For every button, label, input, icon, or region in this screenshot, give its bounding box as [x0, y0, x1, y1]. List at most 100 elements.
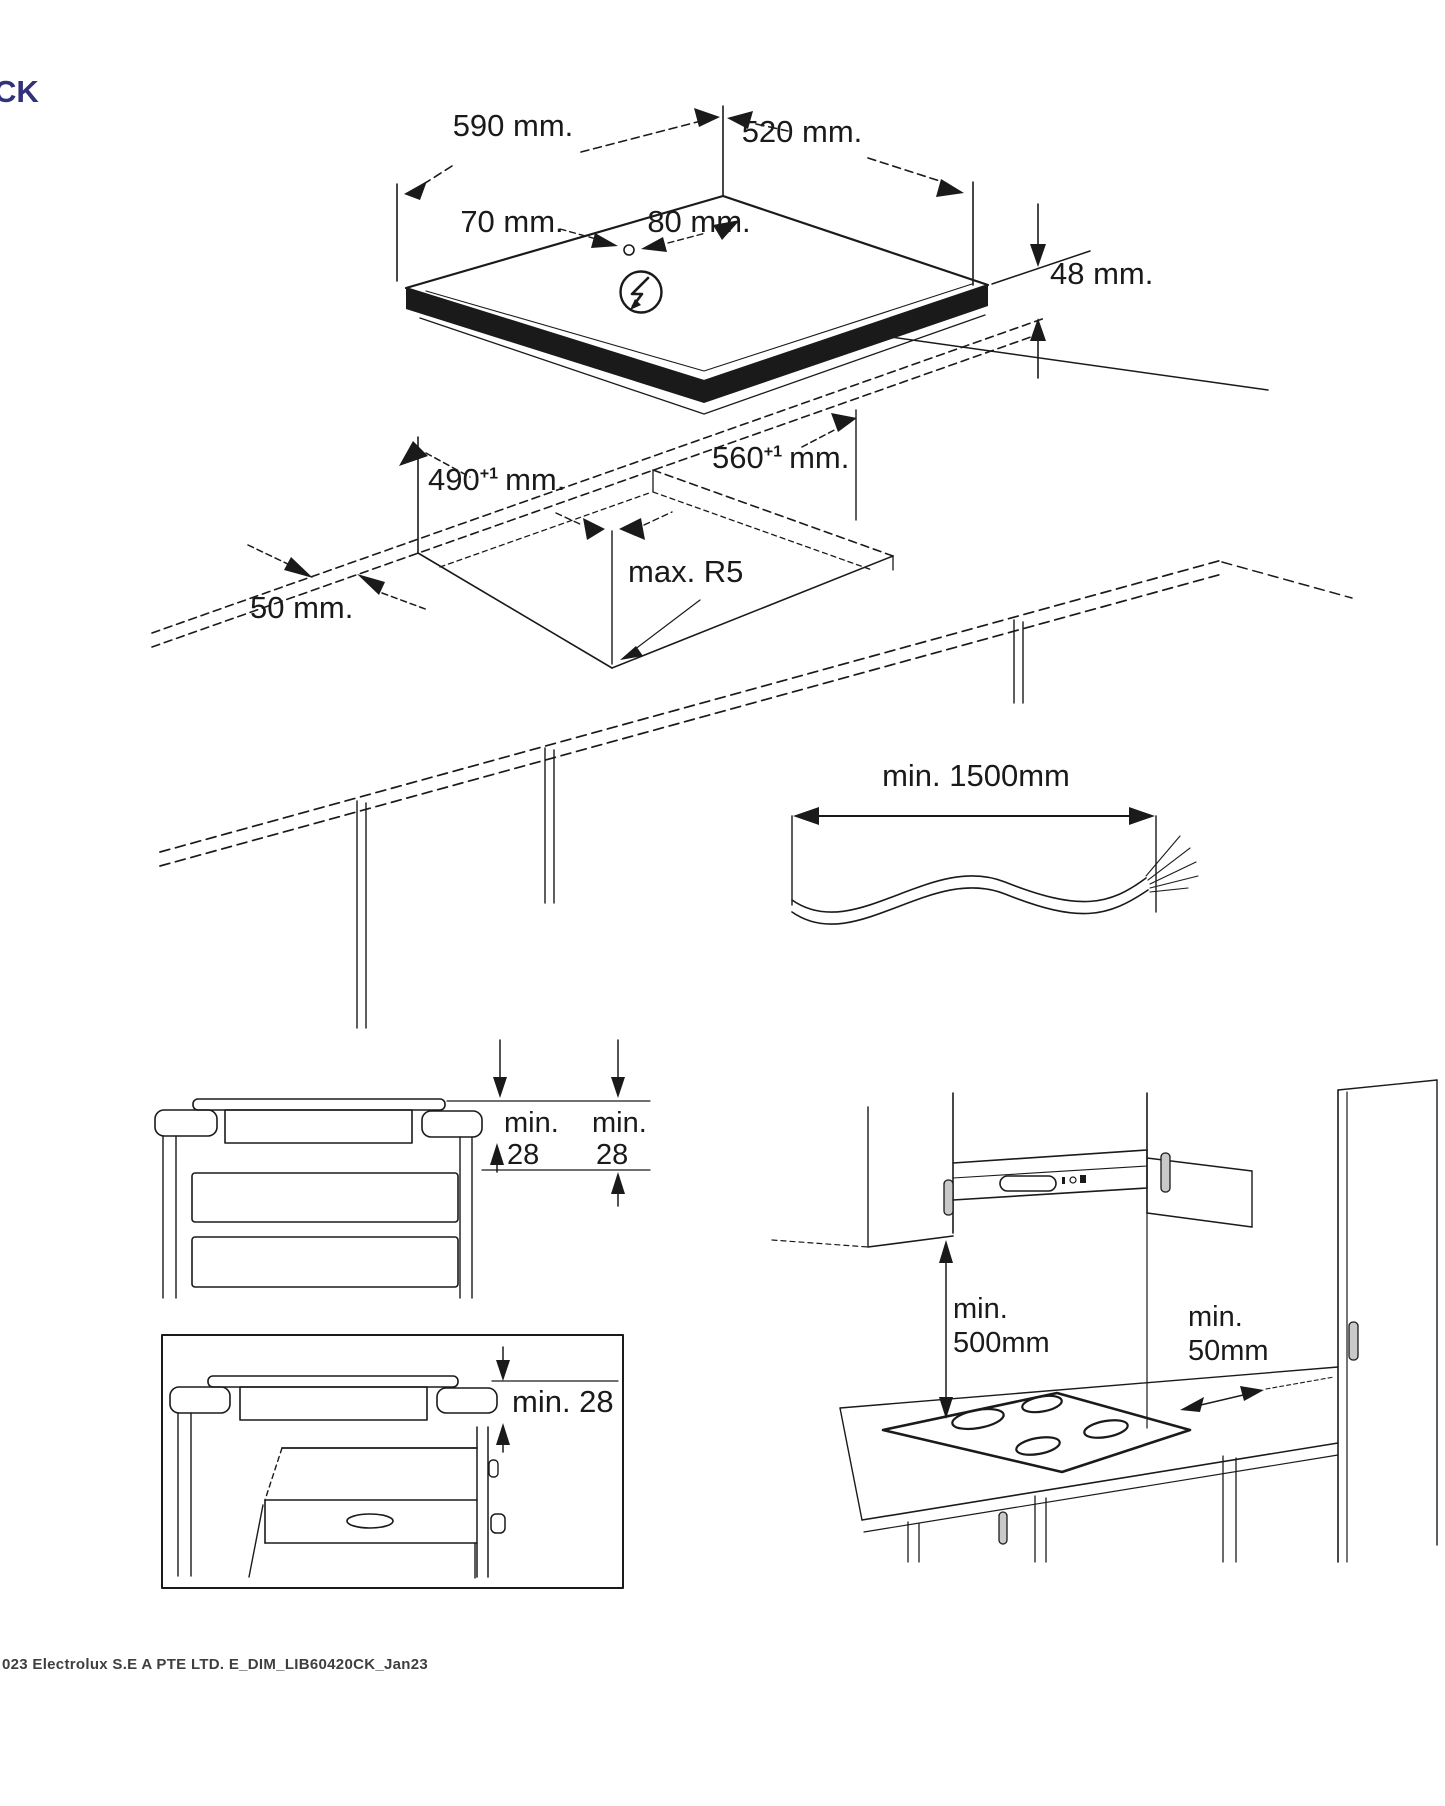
wall-line-dashed	[771, 1239, 869, 1248]
counter-right-back-edge	[854, 331, 1269, 391]
dim-560-arrowhead	[831, 413, 857, 432]
cutout-top-right-edge	[652, 469, 894, 557]
front-corner-right-edge	[1221, 561, 1353, 599]
dim-560-leader	[801, 426, 841, 448]
drawer-clearance-right-value: 28	[596, 1139, 629, 1171]
dim-560-unit: mm.	[789, 440, 850, 475]
dim-520-arrowhead-right	[936, 179, 964, 197]
hood-inner-line	[952, 1165, 1148, 1179]
burner-2	[1021, 1394, 1063, 1414]
diagram-oven-clearance	[161, 1334, 624, 1589]
dimC-arrowhead-up	[496, 1423, 510, 1445]
oven-clearance-label: min. 28	[512, 1384, 614, 1419]
dim-490-tolerance: +1	[479, 464, 499, 483]
tall-cabinet-top	[1337, 1079, 1438, 1091]
dim-70-leader	[559, 228, 601, 241]
dim-490-leader	[425, 452, 471, 478]
hob-edge-band	[406, 285, 988, 403]
hood-clearance-min: min.	[953, 1293, 1008, 1325]
dim-490-arrowhead	[399, 441, 428, 466]
frame	[161, 1334, 624, 1589]
dim-50-tail-upper	[247, 544, 293, 567]
panel-bracket	[488, 1459, 499, 1478]
cable-entry-point	[623, 244, 635, 256]
footer-document-code: 023 Electrolux S.E A PTE LTD. E_DIM_LIB6…	[2, 1656, 429, 1673]
hob-body-bottom-line	[419, 314, 986, 415]
dim-520-label: 520 mm.	[741, 114, 863, 149]
counter-block-left	[154, 1109, 218, 1137]
dim-80-label: 80 mm.	[647, 204, 751, 239]
drawer-front-1	[191, 1172, 459, 1223]
dim-590-leader-right	[580, 120, 702, 153]
dim-490-unit: mm.	[505, 462, 566, 497]
dimA-arrowhead-up	[490, 1143, 504, 1165]
wall-cabinet2-bottom	[1146, 1212, 1253, 1228]
dim-590-arrowhead-left	[404, 181, 427, 200]
wall-cabinet2-handle	[1160, 1152, 1171, 1193]
diagram-drawer-clearance	[154, 1039, 651, 1299]
dim-500-arrowhead-down	[939, 1397, 953, 1419]
burner-4	[1083, 1419, 1129, 1439]
worktop-back-edge-outer	[151, 317, 1046, 634]
drawer-clearance-right-min: min.	[592, 1107, 647, 1139]
dim-500-arrowhead-up	[939, 1240, 953, 1263]
dim-50-arrowhead-lower	[357, 574, 385, 595]
dimB-arrowhead-down	[611, 1077, 625, 1098]
dim-560-tolerance: +1	[763, 442, 783, 461]
hob-glass-section	[192, 1098, 446, 1111]
hood-control-buttons	[1062, 1175, 1086, 1184]
base-cabinet-handle	[998, 1511, 1008, 1545]
wall-cabinet-bottom	[867, 1235, 954, 1248]
cutout-bottom-left-edge	[417, 552, 613, 669]
drawer-clearance-left-min: min.	[504, 1107, 559, 1139]
dim-80-arrowhead-left	[641, 237, 667, 252]
cutout-inner-edge-right	[652, 491, 873, 571]
corner-radius-label: max. R5	[628, 554, 744, 589]
cable-wave-bottom	[791, 887, 1149, 925]
r5-arrowhead-right	[619, 518, 645, 540]
dim-50-arrowhead-upper	[284, 557, 313, 578]
front-edge-bottom	[159, 573, 1223, 867]
burner-3	[1015, 1436, 1061, 1456]
power-connection-icon	[619, 270, 663, 314]
cable-length-label: min. 1500mm	[882, 758, 1070, 793]
hood-bottom	[952, 1187, 1148, 1201]
r5-arrowhead-left	[583, 518, 605, 540]
hood-handle-slot	[999, 1175, 1057, 1192]
dim-520-leader-mid	[755, 123, 789, 132]
drawer-clearance-left-value: 28	[507, 1139, 540, 1171]
dim-48-label: 48 mm.	[1050, 256, 1154, 291]
counter-block-right2	[436, 1387, 498, 1414]
dimC-arrowhead-down	[496, 1360, 510, 1381]
r5-arrow-tail-left	[555, 512, 583, 526]
dim-50mm-arrowhead-left	[1180, 1397, 1204, 1412]
installed-hob-outline	[881, 1391, 1192, 1474]
hood-top	[952, 1149, 1148, 1164]
hob-body-section2	[239, 1386, 428, 1421]
cable-arrowhead-left	[793, 807, 819, 825]
dim-490-value: 490	[428, 462, 480, 497]
dimA-arrowhead-down	[493, 1077, 507, 1098]
cutout-bottom-right-edge	[611, 555, 894, 669]
oven-handle	[346, 1513, 394, 1529]
cutout-inner-edge-left	[439, 491, 653, 568]
counter-back-edge	[839, 1366, 1339, 1409]
front-edge-top	[159, 559, 1223, 853]
diagram-hob-overall	[396, 105, 1269, 415]
diagram-power-cable	[791, 807, 1199, 925]
dim-70-arrowhead	[591, 233, 618, 248]
r5-leader-arrowhead	[620, 646, 643, 660]
side-clearance-value: 50mm	[1188, 1335, 1269, 1367]
worktop-front-edge	[159, 559, 1353, 1029]
dim-48-arrowhead-up	[1030, 318, 1046, 341]
diagram-kitchen-clearances	[771, 1079, 1438, 1563]
hob-glass-section2	[207, 1375, 459, 1388]
dim-490-label: 490+1 mm.	[428, 462, 566, 497]
dim-560-value: 560	[712, 440, 764, 475]
dim-50mm-arrowhead-right	[1240, 1386, 1264, 1401]
r5-leader	[633, 599, 701, 651]
oven-knob	[490, 1513, 506, 1534]
dim-80-arrowhead-right	[713, 220, 740, 240]
oven-left-slant-lower	[248, 1504, 264, 1578]
